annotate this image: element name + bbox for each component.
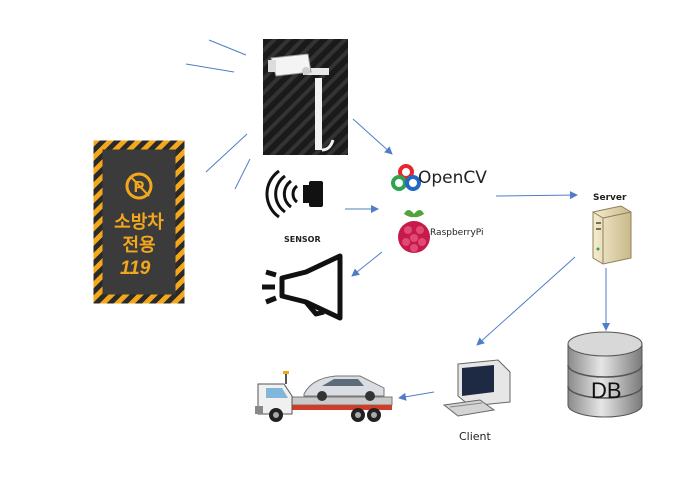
server-tower-icon [592,205,632,265]
server-label: Server [593,193,627,203]
signal-line [208,39,247,56]
opencv-label: OpenCV [418,168,487,188]
tow-truck-icon [255,371,393,422]
flow-arrows [345,118,610,401]
parking-sign-icon: P [93,140,185,304]
opencv-logo-icon [391,164,421,191]
arrow-server-to-client [476,256,576,346]
signal-line [205,133,248,173]
proximity-sensor-icon [265,169,323,219]
database-label: DB [591,378,622,403]
raspberry-pi-label: RaspberryPi [430,228,484,238]
raspberry-pi-logo-icon [398,210,430,253]
arrow-client-to-towtruck [398,391,435,401]
svg-text:P: P [134,179,145,196]
client-label: Client [459,430,491,443]
cctv-camera-icon [263,39,348,155]
arrow-raspberrypi-to-speaker [351,251,383,277]
arrow-raspberrypi-to-server [495,191,578,200]
sensor-label: SENSOR [284,235,321,244]
sign-text-line2: 전용 [122,235,156,255]
signal-line [185,63,235,73]
sign-text-line1: 소방차 [114,212,164,232]
arrow-camera-to-opencv [352,118,393,155]
database-cylinder-icon [567,331,643,418]
signal-lines [185,39,251,190]
computer-icon [442,359,511,417]
signal-line [234,158,251,190]
megaphone-icon [262,253,343,321]
sign-text-line3: 119 [120,258,151,279]
